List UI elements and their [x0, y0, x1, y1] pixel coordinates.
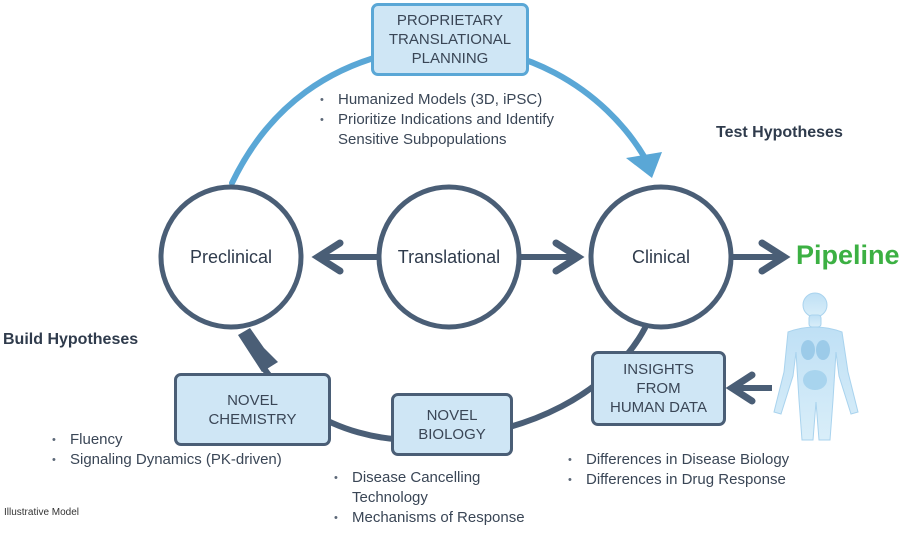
novel-biology-label: NOVEL BIOLOGY — [418, 406, 486, 443]
right-bullet-2: Differences in Drug Response — [562, 470, 862, 490]
insights-label: INSIGHTS FROM HUMAN DATA — [610, 361, 707, 416]
arrow-to-clinical-head — [552, 239, 585, 275]
preclinical-label: Preclinical — [189, 247, 273, 267]
proprietary-planning-box: PROPRIETARY TRANSLATIONAL PLANNING — [371, 3, 529, 76]
clinical-circle — [588, 184, 734, 330]
illustrative-model-footnote: Illustrative Model — [4, 507, 80, 518]
build-hypotheses-heading: Build Hypotheses — [3, 331, 139, 348]
human-body-icon — [773, 292, 859, 441]
top-bullet-2: Prioritize Indications and Identify Sens… — [314, 110, 614, 150]
right-bullet-1: Differences in Disease Biology — [562, 450, 862, 470]
top-arc-arrowhead — [626, 152, 662, 178]
right-bullet-list: Differences in Disease Biology Differenc… — [562, 450, 862, 490]
bottom-arc-arrowhead — [238, 328, 278, 372]
pipeline-heading: Pipeline — [796, 240, 900, 270]
proprietary-planning-label: PROPRIETARY TRANSLATIONAL PLANNING — [388, 12, 512, 67]
novel-chemistry-label: NOVEL CHEMISTRY — [208, 391, 297, 428]
translational-label: Translational — [397, 247, 501, 267]
middle-bullet-1: Disease Cancelling Technology — [328, 468, 568, 508]
left-bullet-1: Fluency — [46, 430, 336, 450]
left-bullet-2: Signaling Dynamics (PK-driven) — [46, 450, 336, 470]
preclinical-circle — [158, 184, 304, 330]
left-bullet-list: Fluency Signaling Dynamics (PK-driven) — [46, 430, 336, 470]
top-bullet-list: Humanized Models (3D, iPSC) Prioritize I… — [314, 90, 614, 150]
arrow-to-preclinical-head — [311, 239, 344, 275]
arrow-to-pipeline-head — [758, 239, 791, 275]
middle-bullet-2: Mechanisms of Response — [328, 508, 568, 528]
novel-biology-box: NOVEL BIOLOGY — [391, 393, 513, 456]
middle-bullet-list: Disease Cancelling Technology Mechanisms… — [328, 468, 568, 528]
translational-circle — [376, 184, 522, 330]
top-bullet-1: Humanized Models (3D, iPSC) — [314, 90, 614, 110]
arrow-from-human-head — [725, 371, 756, 405]
test-hypotheses-heading: Test Hypotheses — [716, 124, 843, 141]
clinical-label: Clinical — [631, 247, 691, 267]
insights-box: INSIGHTS FROM HUMAN DATA — [591, 351, 726, 426]
